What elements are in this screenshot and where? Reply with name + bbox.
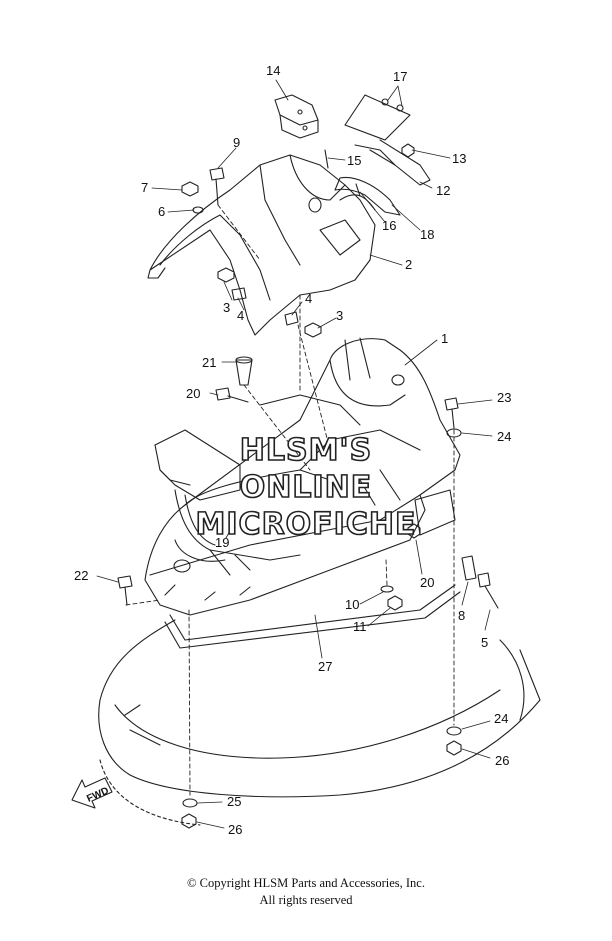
- callout-25: 25: [227, 794, 241, 809]
- callout-8: 8: [458, 608, 465, 623]
- callout-27: 27: [318, 659, 332, 674]
- callout-20a: 20: [186, 386, 200, 401]
- watermark-line2: ONLINE: [240, 470, 373, 505]
- hull-outline: [98, 619, 541, 826]
- callout-24b: 24: [494, 711, 508, 726]
- guide-lines: [125, 204, 455, 796]
- callout-10: 10: [345, 597, 359, 612]
- callout-14: 14: [266, 63, 280, 78]
- callout-3a: 3: [223, 300, 230, 315]
- callouts: 1 2 3 3 4 4 5 6 7 8 9 10 11 12 13 14 15 …: [74, 63, 511, 837]
- callout-12: 12: [436, 183, 450, 198]
- leader-lines: [96, 79, 493, 829]
- callout-7: 7: [141, 180, 148, 195]
- callout-21: 21: [202, 355, 216, 370]
- callout-1: 1: [441, 331, 448, 346]
- handle-rail: [154, 429, 301, 576]
- callout-20b: 20: [420, 575, 434, 590]
- callout-4b: 4: [305, 291, 312, 306]
- engine-hood-body: [144, 337, 461, 616]
- callout-19: 19: [215, 535, 229, 550]
- callout-23: 23: [497, 390, 511, 405]
- callout-26a: 26: [495, 753, 509, 768]
- callout-24a: 24: [497, 429, 511, 444]
- callout-17: 17: [393, 69, 407, 84]
- watermark: HLSM'S ONLINE MICROFICHE: [195, 432, 417, 543]
- copyright-line: © Copyright HLSM Parts and Accessories, …: [187, 876, 425, 890]
- upper-hood-cover: [147, 154, 376, 336]
- bracket-14: [274, 94, 319, 139]
- callout-9: 9: [233, 135, 240, 150]
- rights-reserved-line: All rights reserved: [259, 893, 353, 907]
- fasteners: [117, 143, 499, 829]
- watermark-line3: MICROFICHE: [196, 507, 417, 542]
- deck-gasket: [164, 584, 461, 649]
- callout-26b: 26: [228, 822, 242, 837]
- cover-17: [344, 94, 431, 186]
- fwd-arrow-icon: [71, 777, 113, 809]
- callout-5: 5: [481, 635, 488, 650]
- callout-15: 15: [347, 153, 361, 168]
- callout-2: 2: [405, 257, 412, 272]
- seal-18: [334, 176, 401, 216]
- callout-6: 6: [158, 204, 165, 219]
- watermark-line1: HLSM'S: [240, 433, 372, 468]
- callout-13: 13: [452, 151, 466, 166]
- callout-18: 18: [420, 227, 434, 242]
- callout-16: 16: [382, 218, 396, 233]
- callout-3b: 3: [336, 308, 343, 323]
- callout-22: 22: [74, 568, 88, 583]
- callout-4a: 4: [237, 308, 244, 323]
- callout-11: 11: [353, 619, 367, 634]
